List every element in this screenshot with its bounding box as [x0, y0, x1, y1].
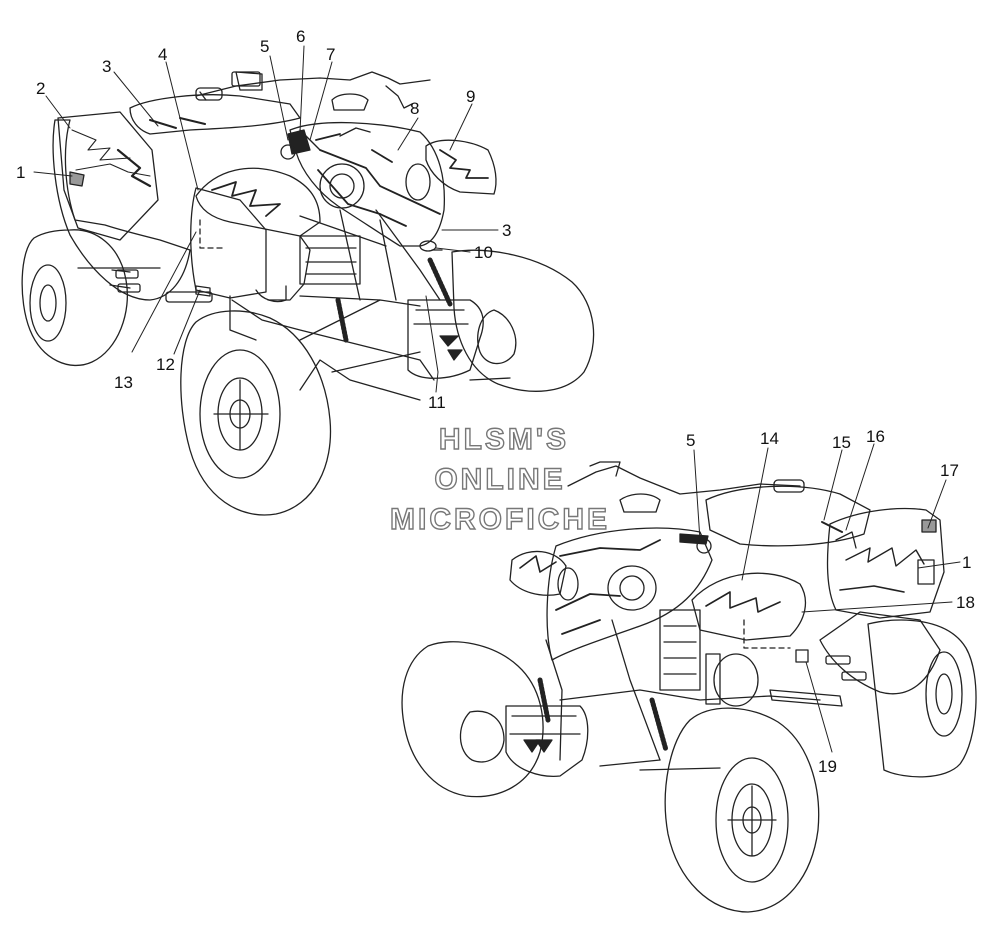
callout-16: 16	[866, 427, 885, 446]
callout-8: 8	[410, 99, 419, 118]
tail-decal	[57, 111, 159, 241]
callout-2: 2	[36, 79, 45, 98]
callout-5b: 5	[686, 431, 695, 450]
callout-5: 5	[260, 37, 269, 56]
callout-4: 4	[158, 45, 167, 64]
callout-18: 18	[956, 593, 975, 612]
callout-12: 12	[156, 355, 175, 374]
front-tire-left-2	[401, 641, 544, 798]
callout-10: 10	[474, 243, 493, 262]
callout-6: 6	[296, 27, 305, 46]
front-tire-left	[180, 310, 332, 516]
callout-17: 17	[940, 461, 959, 480]
leader-lines	[33, 45, 961, 753]
callout-3b: 3	[502, 221, 511, 240]
callout-11: 11	[428, 393, 446, 412]
rear-tire-left	[21, 229, 128, 367]
callout-13: 13	[114, 373, 133, 392]
callout-19: 19	[818, 757, 837, 776]
atv-front-left-view	[21, 71, 595, 516]
front-tire-right-2	[664, 707, 820, 913]
callout-3: 3	[102, 57, 111, 76]
atv-front-right-view	[401, 461, 977, 913]
callout-9: 9	[466, 87, 475, 106]
callout-7: 7	[326, 45, 335, 64]
callout-1b: 1	[962, 553, 971, 572]
rear-tire-right	[867, 619, 977, 778]
callout-1: 1	[16, 163, 25, 182]
rear-fender	[52, 119, 191, 301]
callout-14: 14	[760, 429, 779, 448]
tail-decal-right	[826, 507, 945, 619]
callout-15: 15	[832, 433, 851, 452]
callout-labels: 1 2 3 4 5 6 7 8 9 3 10 11 12 13 5 14 15 …	[16, 27, 975, 776]
front-tire-right	[451, 249, 595, 392]
